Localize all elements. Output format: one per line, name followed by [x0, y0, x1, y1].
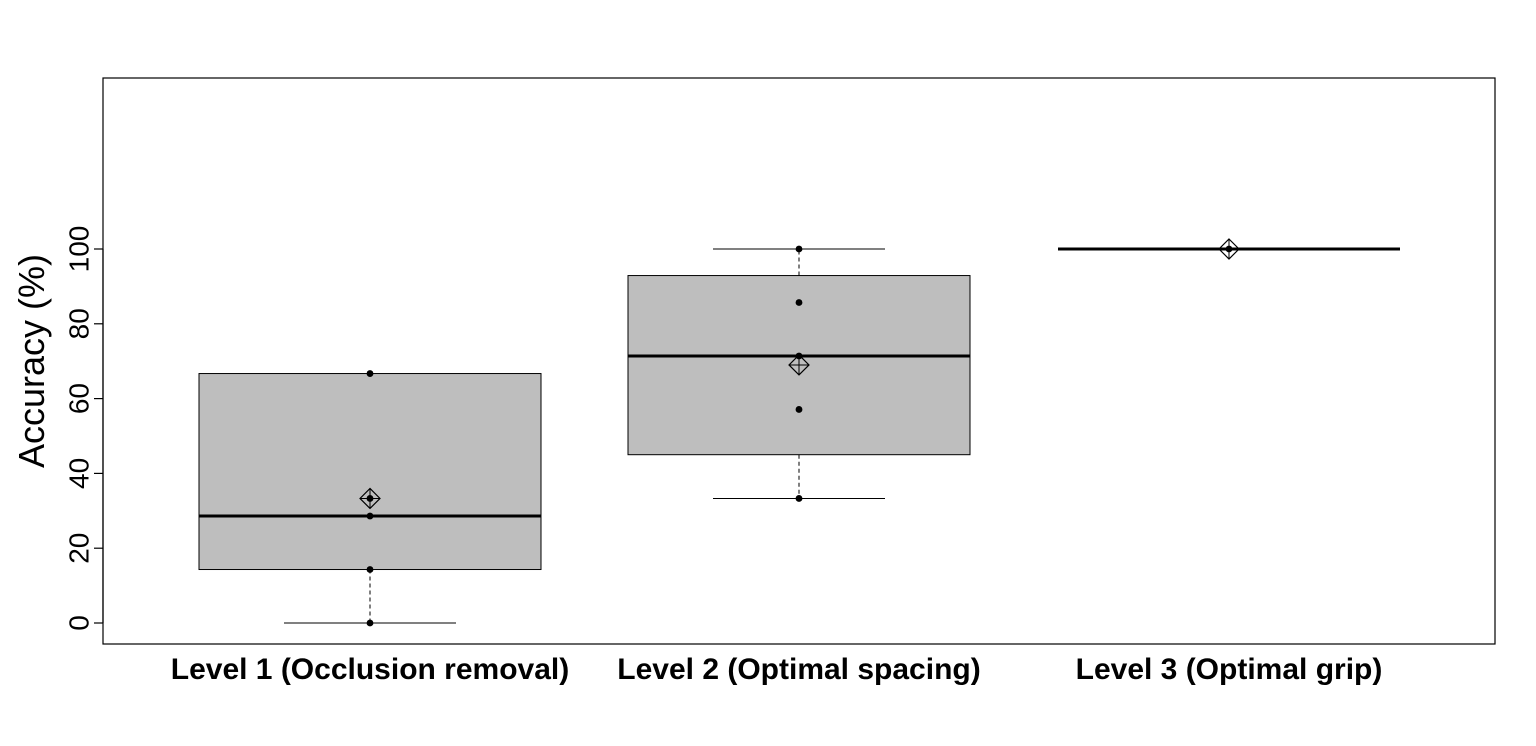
- data-point: [366, 512, 374, 520]
- x-tick-label: Level 1 (Occlusion removal): [171, 653, 569, 686]
- x-tick-label: Level 2 (Optimal spacing): [617, 653, 980, 686]
- y-tick-label: 40: [64, 458, 95, 489]
- data-point: [366, 566, 374, 573]
- box-group: [1058, 238, 1400, 260]
- data-point: [795, 299, 803, 306]
- boxes: [198, 238, 1400, 627]
- y-tick-label: 100: [64, 226, 95, 273]
- category-labels: Level 1 (Occlusion removal) Level 2 (Opti…: [171, 653, 1383, 686]
- x-tick-label: Level 3 (Optimal grip): [1076, 653, 1383, 686]
- data-point: [795, 406, 803, 413]
- box-group: [198, 370, 542, 627]
- y-tick-label: 60: [64, 383, 95, 414]
- data-point: [795, 245, 803, 253]
- y-tick-label: 0: [64, 615, 95, 631]
- data-point: [795, 495, 803, 502]
- box-iqr: [198, 373, 542, 571]
- y-tick-label: 80: [64, 308, 95, 339]
- y-axis: 0 20 40 60 80 100: [64, 226, 104, 631]
- data-point: [366, 619, 374, 627]
- box-group: [627, 245, 971, 502]
- data-point: [366, 370, 374, 377]
- y-tick-label: 20: [64, 533, 95, 564]
- y-axis-label: Accuracy (%): [11, 254, 52, 468]
